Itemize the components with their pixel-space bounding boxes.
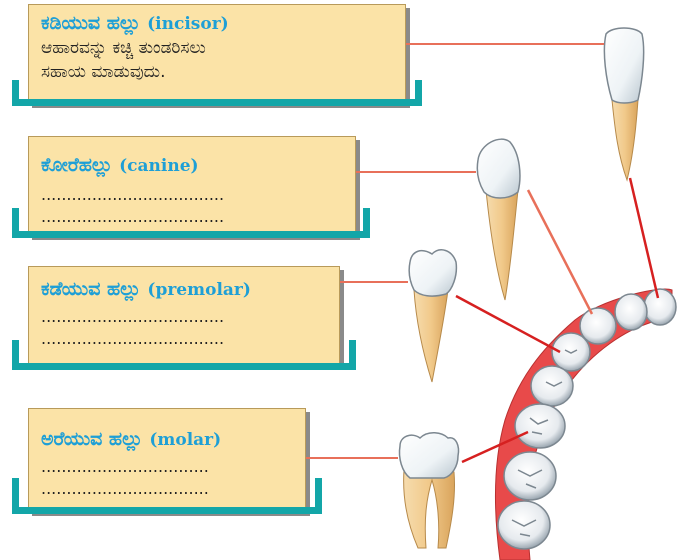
- molar-tooth: [399, 433, 458, 548]
- canine-tooth: [477, 139, 520, 300]
- incisor-tooth: [604, 28, 643, 180]
- jaw-arch: [495, 289, 676, 560]
- premolar-pointer: [456, 296, 560, 352]
- premolar-tooth: [409, 250, 456, 382]
- arch-teeth: [498, 289, 676, 549]
- incisor-pointer: [630, 178, 658, 298]
- canine-pointer: [528, 190, 592, 314]
